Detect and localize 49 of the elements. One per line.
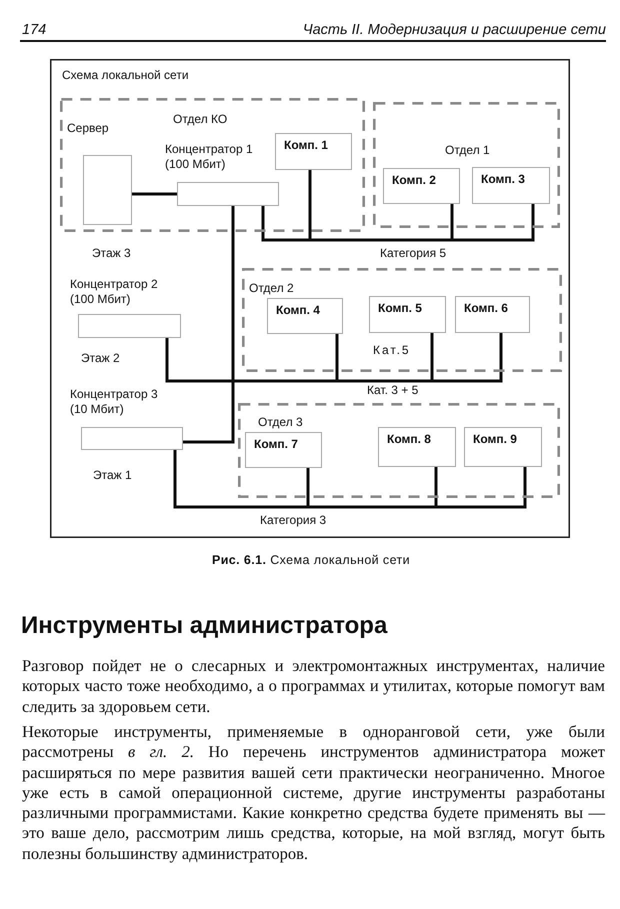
floor-label: Этаж 2 [81, 351, 120, 366]
department-area [60, 98, 365, 232]
cable-label: Категория 5 [380, 246, 446, 261]
hub-label: Концентратор 2 (100 Мбит) [70, 277, 159, 307]
running-header: Часть II. Модернизация и расширение сети [302, 22, 606, 39]
computer-label: Комп. 1 [284, 138, 328, 153]
department-label: Отдел 3 [258, 415, 303, 430]
section-heading: Инструменты администратора [21, 612, 388, 640]
cable-line [130, 192, 178, 196]
hub-label: Концентратор 3 (10 Мбит) [70, 387, 159, 417]
computer-label: Комп. 3 [481, 172, 525, 187]
hub-label: Концентратор 1 (100 Мбит) [165, 142, 254, 172]
department-area [373, 102, 560, 228]
department-area [242, 268, 562, 372]
department-label: Отдел 2 [249, 281, 294, 296]
computer-label: Комп. 4 [276, 303, 320, 318]
computer-box [275, 133, 352, 170]
computer-box [472, 167, 550, 204]
computer-label: Комп. 7 [254, 437, 298, 452]
department-label: Отдел 1 [445, 143, 490, 158]
computer-box [464, 427, 542, 467]
diagram-frame [50, 59, 570, 538]
computer-box [267, 298, 343, 334]
department-area [238, 403, 560, 498]
floor-label: Этаж 1 [93, 468, 132, 483]
computer-box [378, 427, 456, 467]
computer-box [455, 296, 530, 333]
department-label: Отдел КО [173, 112, 228, 127]
body-paragraph: Некоторые инструменты, применяемые в одноранговой сети, уже были рассмотрены в гл. 2. Но перечень инструментов администратора может расширяться по мере развития вашей сети практически неограниченно. Многое уже есть в самой операционной системе, другие инструменты разработаны различными программистами. Какие конкретно средства будете применять вы — это ваше дело, рассмотрим лишь средства, которые, на мой взгляд, могут быть полезны большинству администраторов. [22, 722, 605, 864]
cable-line [166, 332, 502, 382]
cable-label: Категория 3 [260, 513, 326, 528]
figure-caption: Рис. 6.1. Схема локальной сети [212, 553, 410, 567]
computer-box [383, 168, 460, 204]
computer-box [369, 296, 446, 333]
cable-line [262, 202, 534, 242]
computer-label: Комп. 9 [473, 432, 517, 447]
frame-title: Схема локальной сети [62, 68, 189, 83]
page-number: 174 [22, 22, 46, 39]
computer-label: Комп. 8 [387, 432, 431, 447]
computer-label: Комп. 5 [378, 301, 422, 316]
computer-label: Комп. 6 [464, 301, 508, 316]
computer-box [245, 432, 322, 468]
server-label: Сервер [67, 121, 109, 136]
body-paragraph: Разговор пойдет не о слесарных и электромонтажных инструментах, наличие которых часто тоже необходимо, а о программах и утилитах, которые помогут вам следить за здоровьем сети. [22, 656, 605, 717]
cable-label: Кат.5 [373, 343, 411, 358]
cable-label: Кат. 3 + 5 [367, 383, 418, 398]
computer-label: Комп. 2 [392, 173, 436, 188]
floor-label: Этаж 3 [92, 246, 131, 261]
cable-line [182, 204, 234, 444]
